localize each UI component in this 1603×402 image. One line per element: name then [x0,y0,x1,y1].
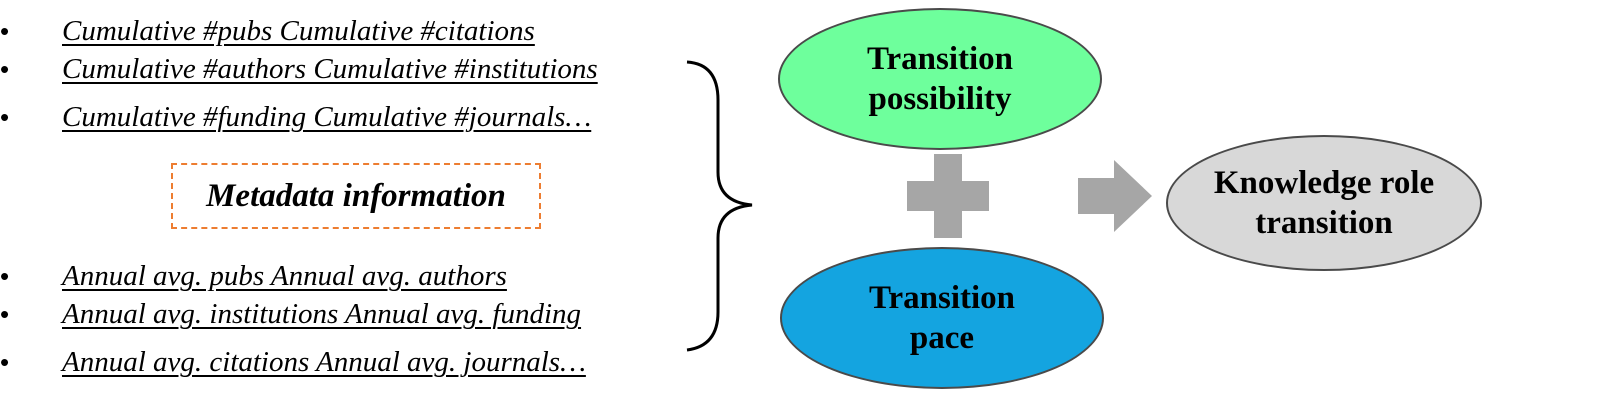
bullet-icon: • [0,16,10,46]
curly-brace-icon [686,60,753,352]
transition-possibility-node: Transition possibility [778,8,1102,150]
bullet-icon: • [0,299,10,329]
plus-icon [907,154,989,238]
metric-text: Cumulative #pubs Cumulative #citations [62,15,535,47]
metric-text: Annual avg. pubs Annual avg. authors [62,260,507,292]
metric-text: Annual avg. citations Annual avg. journa… [62,346,586,378]
node-label-line: possibility [868,81,1012,117]
right-arrow-icon [1078,160,1152,232]
bullet-icon: • [0,347,10,377]
node-label-line: Transition [866,41,1014,77]
bullet-icon: • [0,54,10,84]
node-label-line: Knowledge role [1213,165,1435,201]
metric-text: Cumulative #funding Cumulative #journals… [62,101,592,133]
bullet-icon: • [0,261,10,291]
knowledge-role-transition-node: Knowledge role transition [1166,135,1482,271]
metadata-information-box: Metadata information [171,163,541,229]
node-label-line: pace [909,320,975,356]
metric-text: Annual avg. institutions Annual avg. fun… [62,298,582,330]
metadata-information-label: Metadata information [206,177,506,214]
node-label-line: transition [1255,205,1393,241]
node-label-line: Transition [868,280,1016,316]
transition-pace-node: Transition pace [780,247,1104,389]
metric-text: Cumulative #authors Cumulative #institut… [62,53,598,85]
bullet-icon: • [0,102,10,132]
